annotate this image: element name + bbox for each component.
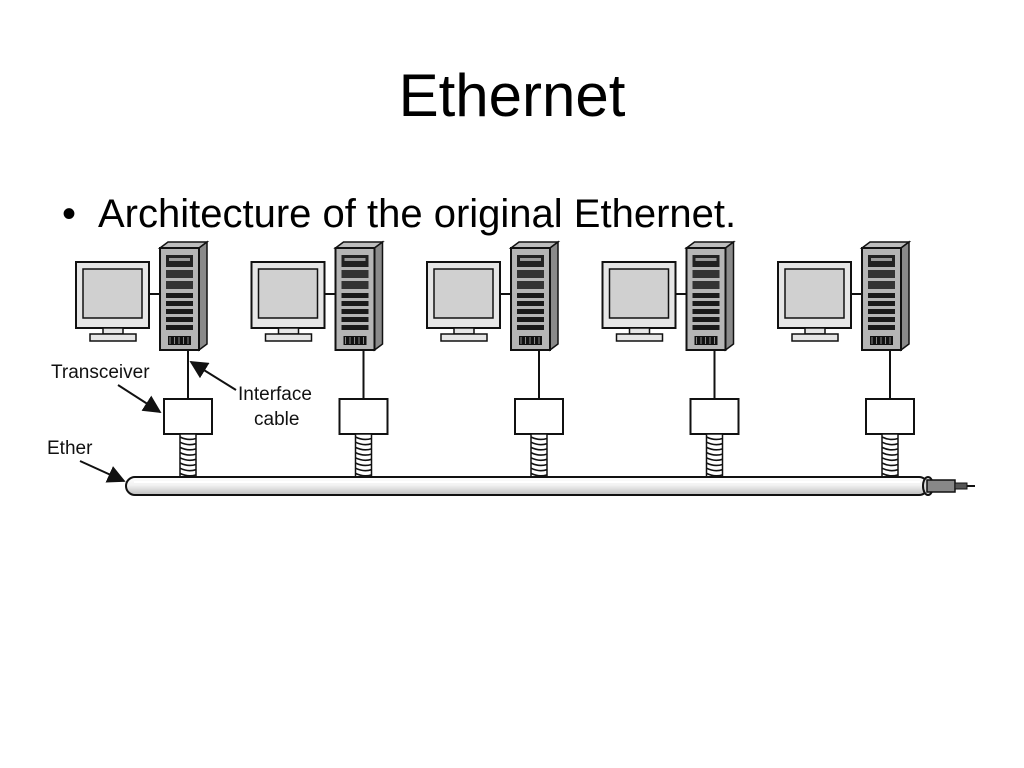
- monitor-icon: [601, 261, 677, 342]
- bullet-item: • Architecture of the original Ethernet.: [62, 186, 736, 242]
- tap-connector: [881, 433, 899, 479]
- station: [601, 240, 740, 479]
- computer-tower-icon: [684, 240, 736, 352]
- computer-tower-icon: [508, 240, 561, 352]
- monitor-icon: [250, 261, 326, 342]
- interface-cable-label-line1: Interface: [238, 384, 312, 405]
- tap-connector: [354, 433, 373, 479]
- monitor-icon: [777, 261, 852, 342]
- station: [250, 240, 389, 479]
- station: [426, 240, 564, 479]
- monitor-icon: [426, 261, 501, 342]
- transceiver-box: [338, 398, 389, 435]
- ether-cable: [125, 476, 934, 496]
- slide-title: Ethernet: [398, 62, 626, 129]
- stations-group: [75, 240, 915, 479]
- tap-connector: [179, 433, 197, 479]
- cable-terminator: [926, 479, 975, 493]
- computer-tower-icon: [157, 240, 210, 352]
- bullet-text: Architecture of the original Ethernet.: [98, 192, 737, 236]
- tap-connector: [705, 433, 724, 479]
- ether-label: Ether: [47, 438, 93, 459]
- transceiver-box: [865, 398, 915, 435]
- transceiver-label: Transceiver: [51, 362, 150, 383]
- transceiver-box: [689, 398, 740, 435]
- computer-tower-icon: [859, 240, 912, 352]
- computer-tower-icon: [333, 240, 385, 352]
- station: [75, 240, 213, 479]
- monitor-icon: [75, 261, 150, 342]
- station: [777, 240, 915, 479]
- interface-cable-label-line2: cable: [254, 409, 299, 430]
- transceiver-box: [163, 398, 213, 435]
- interface-cable-arrow: [189, 361, 237, 391]
- tap-connector: [530, 433, 548, 479]
- ether-arrow: [79, 460, 126, 483]
- transceiver-arrow: [117, 384, 162, 413]
- bullet-marker: •: [62, 192, 77, 236]
- transceiver-box: [514, 398, 564, 435]
